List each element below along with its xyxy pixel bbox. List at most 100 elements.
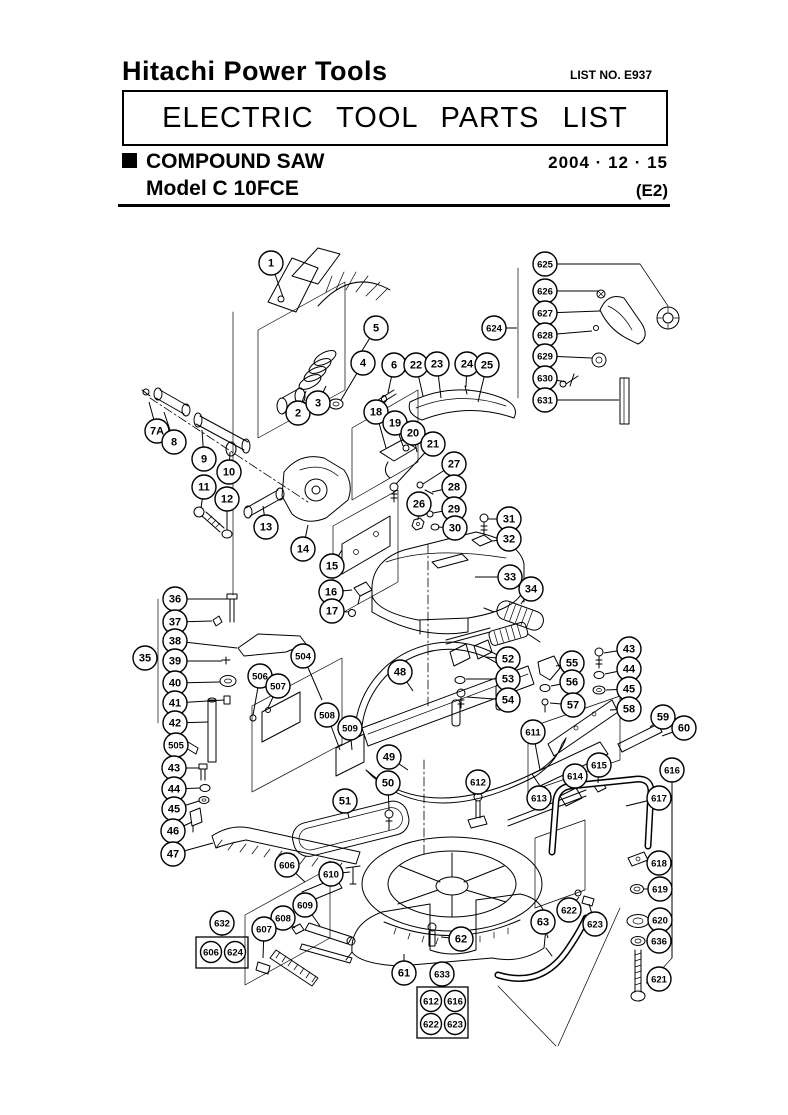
balloon-62: 62 [448, 926, 474, 952]
svg-text:14: 14 [297, 544, 310, 556]
balloon-24: 24 [454, 351, 480, 377]
balloon-46: 46 [160, 818, 186, 844]
balloon-619: 619 [647, 876, 673, 902]
svg-text:22: 22 [410, 360, 422, 372]
balloon-45: 45 [161, 796, 187, 822]
balloon-49: 49 [376, 744, 402, 770]
balloon-3: 3 [305, 390, 331, 416]
balloon-12: 12 [214, 486, 240, 512]
balloon-30: 30 [442, 515, 468, 541]
balloon-608: 608 [270, 905, 296, 931]
balloon-57: 57 [560, 692, 586, 718]
balloon-636: 636 [646, 928, 672, 954]
balloon-18: 18 [363, 399, 389, 425]
svg-text:614: 614 [567, 772, 584, 783]
balloon-631: 631 [532, 387, 558, 413]
balloon-623: 623 [443, 1012, 467, 1036]
svg-text:23: 23 [431, 359, 443, 371]
svg-text:508: 508 [319, 711, 335, 722]
svg-text:622: 622 [561, 906, 577, 917]
svg-text:50: 50 [382, 778, 394, 790]
balloon-27: 27 [441, 451, 467, 477]
svg-text:16: 16 [325, 587, 337, 599]
svg-text:17: 17 [326, 606, 338, 618]
balloon-36: 36 [162, 586, 188, 612]
balloon-15: 15 [319, 553, 345, 579]
balloon-606: 606 [274, 852, 300, 878]
svg-text:509: 509 [342, 724, 358, 735]
svg-text:61: 61 [398, 968, 410, 980]
balloon-14: 14 [290, 536, 316, 562]
balloon-25: 25 [474, 352, 500, 378]
product-row: COMPOUND SAW [122, 150, 325, 174]
list-number: LIST NO. E937 [570, 68, 653, 82]
svg-text:19: 19 [389, 418, 401, 430]
svg-text:63: 63 [537, 917, 549, 929]
svg-text:45: 45 [168, 804, 180, 816]
svg-text:617: 617 [651, 794, 667, 805]
balloon-615: 615 [586, 752, 612, 778]
balloon-63: 63 [530, 909, 556, 935]
svg-text:610: 610 [323, 870, 339, 881]
svg-text:2: 2 [295, 408, 301, 420]
svg-text:52: 52 [502, 654, 514, 666]
balloon-606: 606 [199, 940, 223, 964]
svg-text:36: 36 [169, 594, 181, 606]
svg-text:606: 606 [279, 861, 295, 872]
balloon-33: 33 [497, 564, 523, 590]
svg-text:624: 624 [227, 948, 244, 959]
svg-text:30: 30 [449, 523, 461, 535]
balloon-607: 607 [251, 916, 277, 942]
svg-text:9: 9 [201, 454, 207, 466]
svg-text:57: 57 [567, 700, 579, 712]
balloon-21: 21 [420, 431, 446, 457]
parts-list-banner: ELECTRIC TOOL PARTS LIST [122, 90, 668, 146]
svg-text:10: 10 [223, 467, 235, 479]
balloon-41: 41 [162, 690, 188, 716]
balloon-613: 613 [526, 785, 552, 811]
svg-text:46: 46 [167, 826, 179, 838]
svg-text:18: 18 [370, 407, 382, 419]
svg-text:33: 33 [504, 572, 516, 584]
svg-text:20: 20 [407, 428, 419, 440]
svg-text:37: 37 [169, 617, 181, 629]
svg-text:630: 630 [537, 374, 553, 385]
svg-text:60: 60 [678, 723, 690, 735]
balloon-39: 39 [162, 648, 188, 674]
balloon-43: 43 [616, 636, 642, 662]
svg-text:631: 631 [537, 396, 554, 407]
balloon-34: 34 [518, 576, 544, 602]
svg-text:38: 38 [169, 636, 181, 648]
svg-text:608: 608 [275, 914, 291, 925]
svg-text:5: 5 [373, 323, 379, 335]
balloon-26: 26 [406, 491, 432, 517]
svg-text:505: 505 [168, 741, 185, 752]
balloon-626: 626 [532, 278, 558, 304]
svg-text:632: 632 [214, 919, 230, 930]
svg-text:633: 633 [434, 970, 450, 981]
balloon-505: 505 [163, 732, 189, 758]
issue-date: 2004 · 12 · 15 [548, 153, 668, 172]
balloon-622: 622 [419, 1012, 443, 1036]
svg-text:636: 636 [651, 937, 667, 948]
svg-text:611: 611 [525, 728, 541, 739]
balloon-44: 44 [616, 656, 642, 682]
svg-text:626: 626 [537, 287, 553, 298]
svg-text:31: 31 [503, 514, 515, 526]
svg-text:53: 53 [502, 674, 514, 686]
svg-text:622: 622 [423, 1020, 439, 1031]
svg-text:56: 56 [566, 677, 578, 689]
balloon-625: 625 [532, 251, 558, 277]
svg-text:27: 27 [448, 459, 460, 471]
svg-text:12: 12 [221, 494, 233, 506]
svg-text:45: 45 [623, 684, 635, 696]
svg-text:3: 3 [315, 398, 321, 410]
balloon-617: 617 [646, 785, 672, 811]
svg-text:623: 623 [447, 1020, 463, 1031]
svg-text:616: 616 [447, 997, 463, 1008]
svg-text:620: 620 [652, 916, 668, 927]
svg-text:54: 54 [502, 695, 515, 707]
group-box-632: 606 624 [195, 936, 249, 969]
balloon-17: 17 [319, 598, 345, 624]
svg-text:58: 58 [623, 704, 635, 716]
